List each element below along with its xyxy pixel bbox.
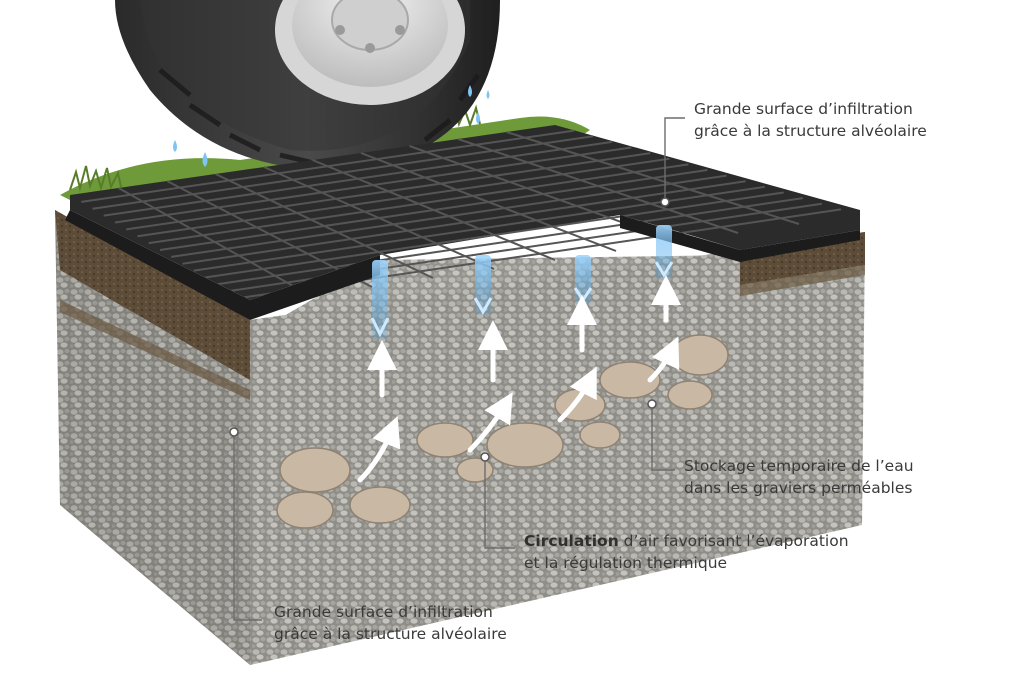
callout-infiltration-bottom: Grande surface d’infiltration grâce à la… (274, 601, 507, 645)
callout-text-line: grâce à la structure alvéolaire (274, 625, 507, 643)
callout-text-line: dans les graviers perméables (684, 479, 913, 497)
callout-text-line: grâce à la structure alvéolaire (694, 122, 927, 140)
alveolar-grid (65, 125, 860, 320)
callout-bold-word: Circulation (524, 532, 619, 550)
leader-lines (233, 117, 685, 621)
callout-text-line: Grande surface d’infiltration (694, 100, 913, 118)
callout-text-line: Stockage temporaire de l’eau (684, 457, 914, 475)
callout-text-rest: d’air favorisant l’évaporation (618, 532, 849, 550)
callout-air-circulation: Circulation d’air favorisant l’évaporati… (524, 530, 849, 574)
callout-text-line: et la régulation thermique (524, 554, 728, 572)
callout-water-storage: Stockage temporaire de l’eau dans les gr… (684, 455, 914, 499)
callout-text-line: Grande surface d’infiltration (274, 603, 493, 621)
air-circulation-arrows (357, 275, 681, 483)
leader-dots (229, 197, 670, 462)
callout-text-line: Circulation d’air favorisant l’évaporati… (524, 530, 849, 552)
tire (115, 0, 500, 171)
callout-infiltration-top: Grande surface d’infiltration grâce à la… (694, 98, 927, 142)
water-infiltration-arrows (370, 225, 674, 340)
